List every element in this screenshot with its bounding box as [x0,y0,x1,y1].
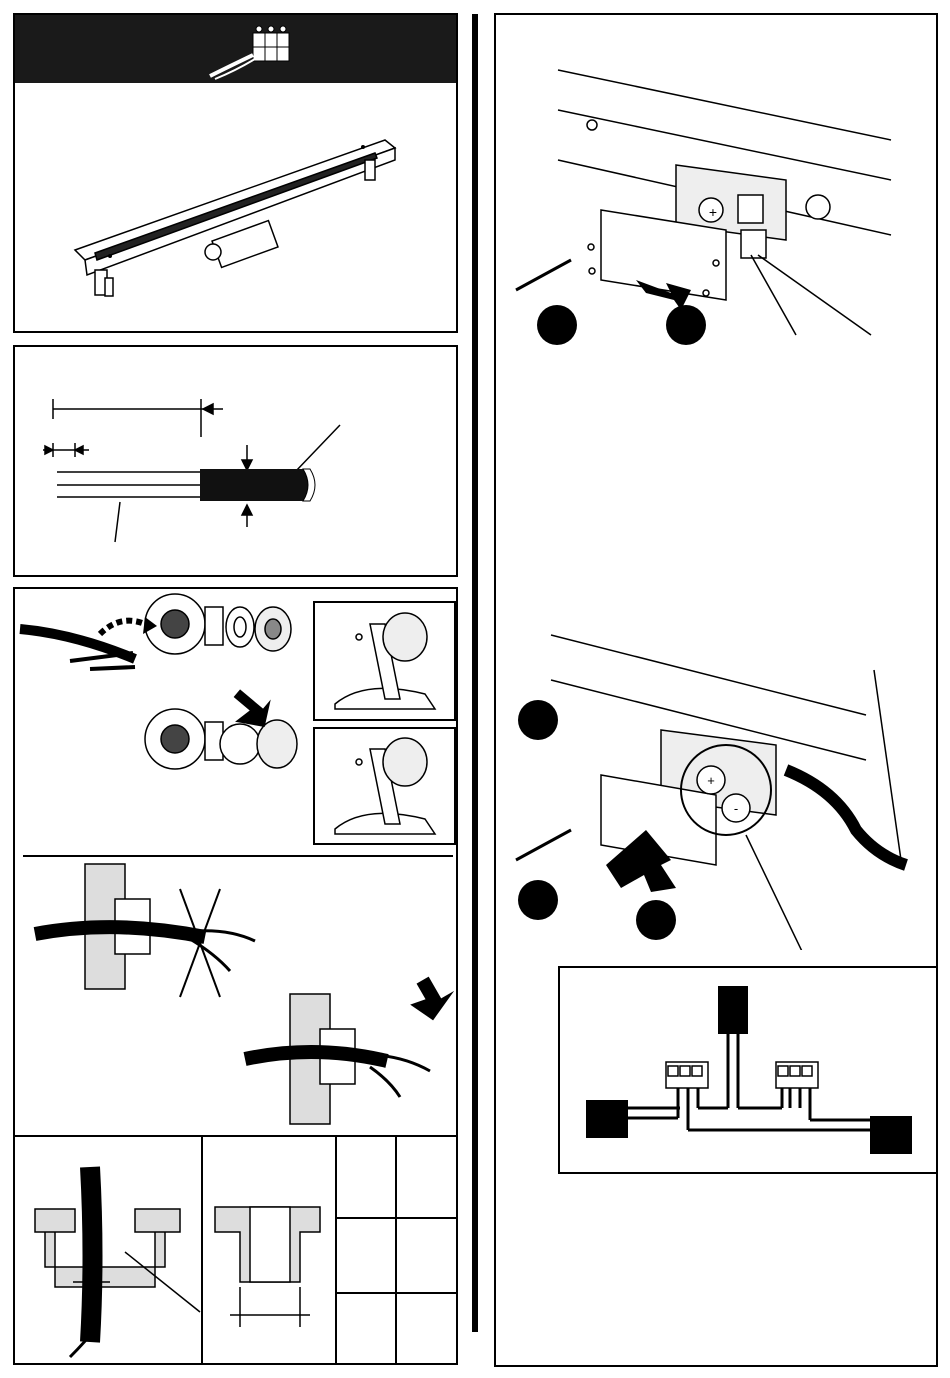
gland-panel [13,587,458,1137]
table-vline-3 [395,1137,397,1363]
insert-profile-drawing [205,1177,333,1327]
plus-sign: + [709,204,717,220]
gland-install-drawing [15,859,456,1135]
junction-box-panel: + + - [494,13,938,1367]
gland-section-drawing [15,1137,201,1363]
section-rule [23,855,453,857]
table-hline-2 [335,1292,456,1294]
terminal-right [776,1062,818,1088]
table-hline-1 [335,1217,456,1219]
pliers-drawing-1 [325,609,450,714]
wiring-diagram-box [558,966,938,1174]
stripped-cable-drawing [15,347,456,575]
wiring-diagram [560,968,936,1172]
table-vline-1 [201,1137,203,1363]
junction-box-close-drawing: + - [496,630,936,950]
gland-table-panel [13,1135,458,1365]
lamp-panel [13,13,458,333]
cable-prep-panel [13,345,458,577]
connector-terminal-icon [205,21,305,81]
source-block [718,986,748,1034]
terminal-left [666,1062,708,1088]
table-vline-2 [335,1137,337,1363]
plus-sign-2: + [707,773,715,788]
right-lamp-block [870,1116,912,1154]
gland-parts-drawing [15,589,315,839]
page-divider [472,14,478,1332]
left-lamp-block [586,1100,628,1138]
junction-box-open-drawing: + [496,65,936,355]
lamp-fixture-drawing [65,120,405,320]
minus-sign: - [734,801,738,816]
pliers-drawing-2 [325,734,450,839]
